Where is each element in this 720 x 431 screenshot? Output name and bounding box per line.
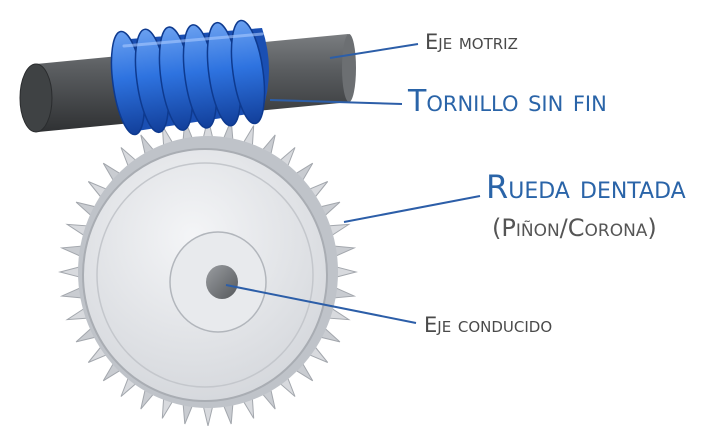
gear-tooth: [335, 266, 358, 278]
leader-wheel: [343, 195, 481, 223]
leader-drive-shaft: [329, 43, 419, 59]
gear-tooth: [58, 266, 81, 278]
drive-shaft-right-end: [342, 34, 356, 102]
worm-screw: [110, 19, 269, 136]
label-driven-shaft: Eje conducido: [424, 313, 553, 337]
leader-lines: [225, 43, 481, 324]
driven-shaft-end: [206, 265, 238, 299]
worm-highlight: [122, 32, 264, 48]
label-drive-shaft: Eje motriz: [425, 30, 518, 54]
worm-thread: [230, 19, 266, 125]
leader-driven-shaft: [225, 284, 417, 324]
leader-worm: [269, 99, 403, 105]
label-gear-wheel: Rueda dentada: [486, 168, 686, 206]
label-gear-wheel-subtitle: (Piñon/Corona): [492, 214, 657, 242]
label-worm-screw: Tornillo sin fin: [408, 84, 607, 119]
drive-shaft-left-end: [19, 63, 53, 133]
gear-tooth: [202, 404, 214, 427]
gear-inner-ring: [96, 162, 314, 388]
gear-wheel: [78, 136, 338, 408]
